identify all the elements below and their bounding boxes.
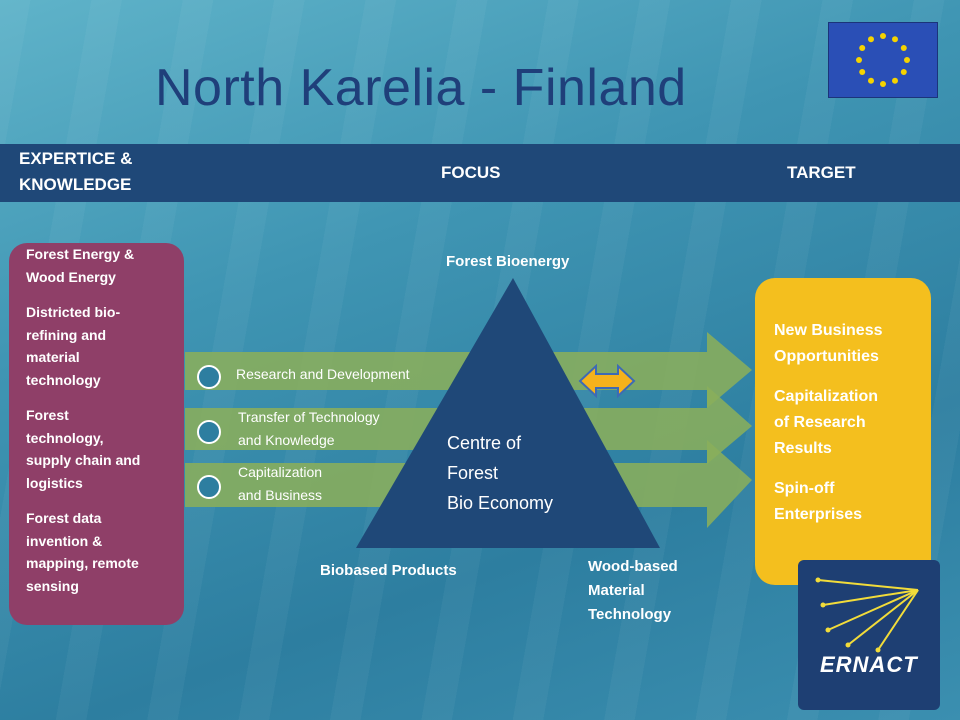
focus-bullet-3 [197,475,221,499]
ernact-logo [798,560,940,710]
expertise-item-line: Forest data [26,510,102,526]
target-item-line: Opportunities [774,348,879,365]
target-item-line: New Business [774,322,883,339]
eu-stars-icon [856,33,910,87]
ernact-logo-text: ERNACT [820,652,918,677]
expertise-item-line: technology [26,371,101,388]
eu-star [892,36,898,43]
eu-star [904,57,910,63]
focus-row-capitalization: Capitalization and Business [238,464,323,503]
expertise-item-line: sensing [26,577,79,594]
expertise-item-line: refining and [26,326,107,343]
eu-star [892,77,898,84]
expertise-item-line: technology, [26,429,104,446]
triangle-center-label: Centre of Forest Bio Economy [447,433,554,513]
eu-star [868,36,874,43]
eu-star [900,45,907,51]
triangle-bottom-right-label: Wood-based Material Technology [588,558,678,623]
centre-triangle [356,278,660,548]
header-expertise: EXPERTICE & KNOWLEDGE [19,149,133,194]
header-focus: FOCUS [441,163,501,182]
eu-star [859,45,866,51]
eu-star [859,69,866,75]
focus-bullet-1 [197,365,221,389]
target-item-line: Capitalization [774,388,879,405]
expertise-item-line: mapping, remote [26,555,139,571]
expertise-item-line: Forest Energy & [26,246,135,262]
triangle-top-label: Forest Bioenergy [446,253,570,270]
target-item-line: of Research [774,414,866,431]
ernact-rays-icon [815,577,919,653]
focus-row-research: Research and Development [236,366,410,382]
expertise-item-line: supply chain and [26,452,141,468]
expertise-item-line: Forest [26,407,69,423]
eu-star [868,77,874,84]
header-bar [0,144,960,202]
focus-bullet-2 [197,420,221,444]
expertise-item-line: Wood Energy [26,268,116,285]
header-target: TARGET [787,163,856,182]
eu-flag-logo [828,22,938,98]
expertise-item-line: invention & [26,532,103,549]
eu-star [880,33,886,39]
triangle-bottom-left-label: Biobased Products [320,562,457,579]
target-item-line: Results [774,440,832,457]
target-item-line: Spin-off [774,480,835,497]
target-item-line: Enterprises [774,506,863,523]
focus-row-transfer: Transfer of Technology and Knowledge [238,409,380,448]
double-arrow-icon [578,363,636,399]
eu-star [856,57,862,63]
eu-star [900,69,907,75]
page-title: North Karelia - Finland [155,59,687,117]
expertise-item-line: logistics [26,474,83,491]
expertise-item-line: material [26,349,80,365]
eu-star [880,81,886,87]
expertise-item-line: Districted bio- [26,304,121,320]
